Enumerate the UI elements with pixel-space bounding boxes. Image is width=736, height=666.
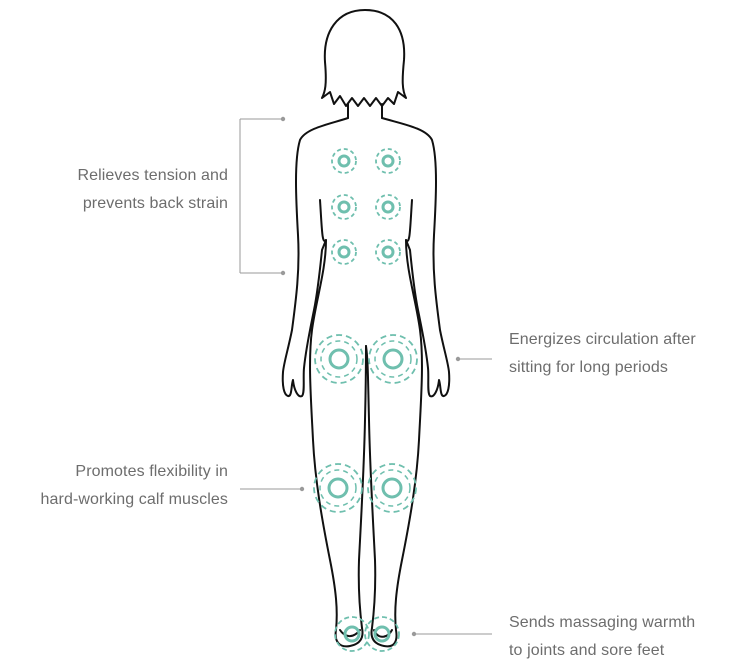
neck-outline (348, 104, 382, 118)
right-arm-inner (406, 200, 412, 241)
back-zone-node (376, 240, 400, 264)
calves-connector (240, 487, 304, 491)
callout-calves-line-1: Promotes flexibility in (41, 458, 228, 486)
back-zone-node (332, 149, 356, 173)
callout-calves-line-2: hard-working calf muscles (41, 486, 228, 514)
calf-zone-node (368, 464, 416, 512)
callout-hips-line-2: sitting for long periods (509, 354, 696, 382)
calf-zone-node (314, 464, 362, 512)
back-zone-node (332, 240, 356, 264)
back-bracket (240, 117, 285, 275)
callout-calves: Promotes flexibility in hard-working cal… (41, 458, 228, 514)
left-arm-inner (320, 200, 326, 241)
back-zone-node (376, 195, 400, 219)
callout-hips-line-1: Energizes circulation after (509, 326, 696, 354)
head-hair-outline (322, 10, 406, 106)
hips-connector (456, 357, 492, 361)
back-zone-node (332, 195, 356, 219)
callout-back-line-2: prevents back strain (77, 190, 228, 218)
callout-hips: Energizes circulation after sitting for … (509, 326, 696, 382)
hip-zone-node (369, 335, 417, 383)
callout-back-line-1: Relieves tension and (77, 162, 228, 190)
callout-feet-line-2: to joints and sore feet (509, 637, 695, 665)
feet-connector (412, 632, 492, 636)
back-zone-node (376, 149, 400, 173)
callout-feet: Sends massaging warmth to joints and sor… (509, 609, 695, 665)
hip-zone-node (315, 335, 363, 383)
callout-back: Relieves tension and prevents back strai… (77, 162, 228, 218)
body-silhouette (283, 118, 450, 646)
callout-feet-line-1: Sends massaging warmth (509, 609, 695, 637)
body-outline (283, 10, 450, 646)
